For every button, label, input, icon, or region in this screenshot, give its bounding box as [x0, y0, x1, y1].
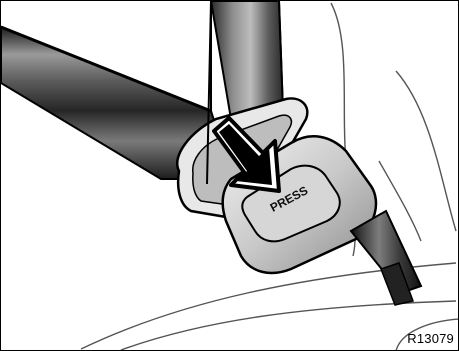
upper-belt: [211, 1, 283, 119]
figure-reference-code: R13079: [407, 331, 454, 346]
lower-belt: [351, 211, 421, 305]
